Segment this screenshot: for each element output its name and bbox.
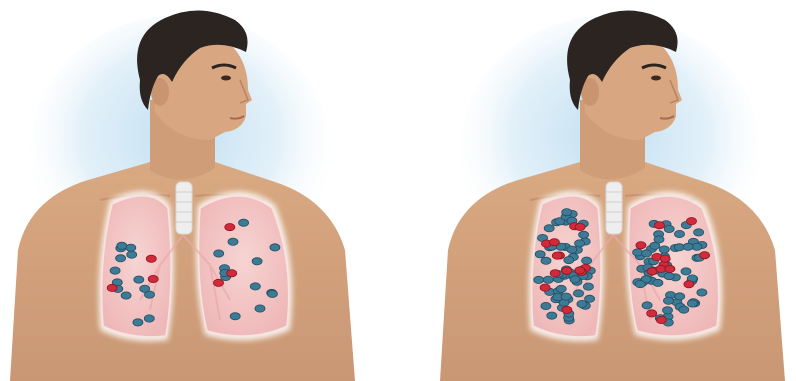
right-panel <box>440 10 785 381</box>
blue-particle <box>635 281 645 288</box>
blue-particle <box>534 276 544 283</box>
blue-particle <box>535 251 545 258</box>
red-particle <box>647 310 657 317</box>
blue-particle <box>633 249 643 256</box>
blue-particle <box>267 290 277 297</box>
red-particle <box>148 275 158 282</box>
blue-particle <box>214 250 224 257</box>
blue-particle <box>230 313 240 320</box>
left-panel <box>10 10 355 381</box>
red-particle <box>700 252 710 259</box>
red-particle <box>656 316 666 323</box>
blue-particle <box>642 250 652 257</box>
blue-particle <box>140 285 150 292</box>
red-particle <box>225 224 235 231</box>
blue-particle <box>562 209 572 216</box>
blue-particle <box>252 258 262 265</box>
blue-particle <box>126 244 136 251</box>
blue-particle <box>663 307 673 314</box>
blue-particle <box>577 300 587 307</box>
blue-particle <box>675 293 685 300</box>
red-particle <box>575 267 585 274</box>
red-particle <box>562 306 572 313</box>
blue-particle <box>544 225 554 232</box>
blue-particle <box>270 244 280 251</box>
blue-particle <box>110 267 120 274</box>
red-particle <box>636 242 646 249</box>
red-particle <box>660 255 670 262</box>
blue-particle <box>570 276 580 283</box>
blue-particle <box>574 290 584 297</box>
blue-particle <box>239 219 249 226</box>
red-particle <box>654 222 664 229</box>
blue-particle <box>543 276 553 283</box>
blue-particle <box>556 285 566 292</box>
red-particle <box>575 223 585 230</box>
blue-particle <box>250 283 260 290</box>
blue-particle <box>541 302 551 309</box>
blue-particle <box>575 240 585 247</box>
blue-particle <box>585 295 595 302</box>
blue-particle <box>579 231 589 238</box>
red-particle <box>214 279 224 286</box>
blue-particle <box>675 230 685 237</box>
blue-particle <box>664 273 674 280</box>
blue-particle <box>664 297 674 304</box>
blue-particle <box>567 246 577 253</box>
red-particle <box>540 284 550 291</box>
blue-particle <box>583 283 593 290</box>
red-particle <box>552 252 562 259</box>
blue-particle <box>679 306 689 313</box>
blue-particle <box>117 242 127 249</box>
red-particle <box>549 239 559 246</box>
red-particle <box>684 281 694 288</box>
blue-particle <box>116 255 126 262</box>
red-particle <box>550 270 560 277</box>
blue-particle <box>561 293 571 300</box>
red-particle <box>687 218 697 225</box>
blue-particle <box>144 315 154 322</box>
blue-particle <box>127 251 137 258</box>
blue-particle <box>683 243 693 250</box>
blue-particle <box>650 242 660 249</box>
blue-particle <box>133 319 143 326</box>
red-particle <box>146 255 156 262</box>
blue-particle <box>642 302 652 309</box>
blue-particle <box>547 312 557 319</box>
blue-particle <box>687 300 697 307</box>
blue-particle <box>697 289 707 296</box>
blue-particle <box>134 276 144 283</box>
blue-particle <box>694 229 704 236</box>
blue-particle <box>582 257 592 264</box>
blue-particle <box>659 246 669 253</box>
red-particle <box>562 267 572 274</box>
blue-particle <box>653 279 663 286</box>
red-particle <box>107 284 117 291</box>
red-particle <box>647 268 657 275</box>
red-particle <box>227 270 237 277</box>
blue-particle <box>681 268 691 275</box>
blue-particle <box>564 257 574 264</box>
blue-particle <box>121 292 131 299</box>
blue-particle <box>541 257 551 264</box>
blue-particle <box>255 305 265 312</box>
blue-particle <box>664 225 674 232</box>
red-particle <box>665 265 675 272</box>
blue-particle <box>228 238 238 245</box>
